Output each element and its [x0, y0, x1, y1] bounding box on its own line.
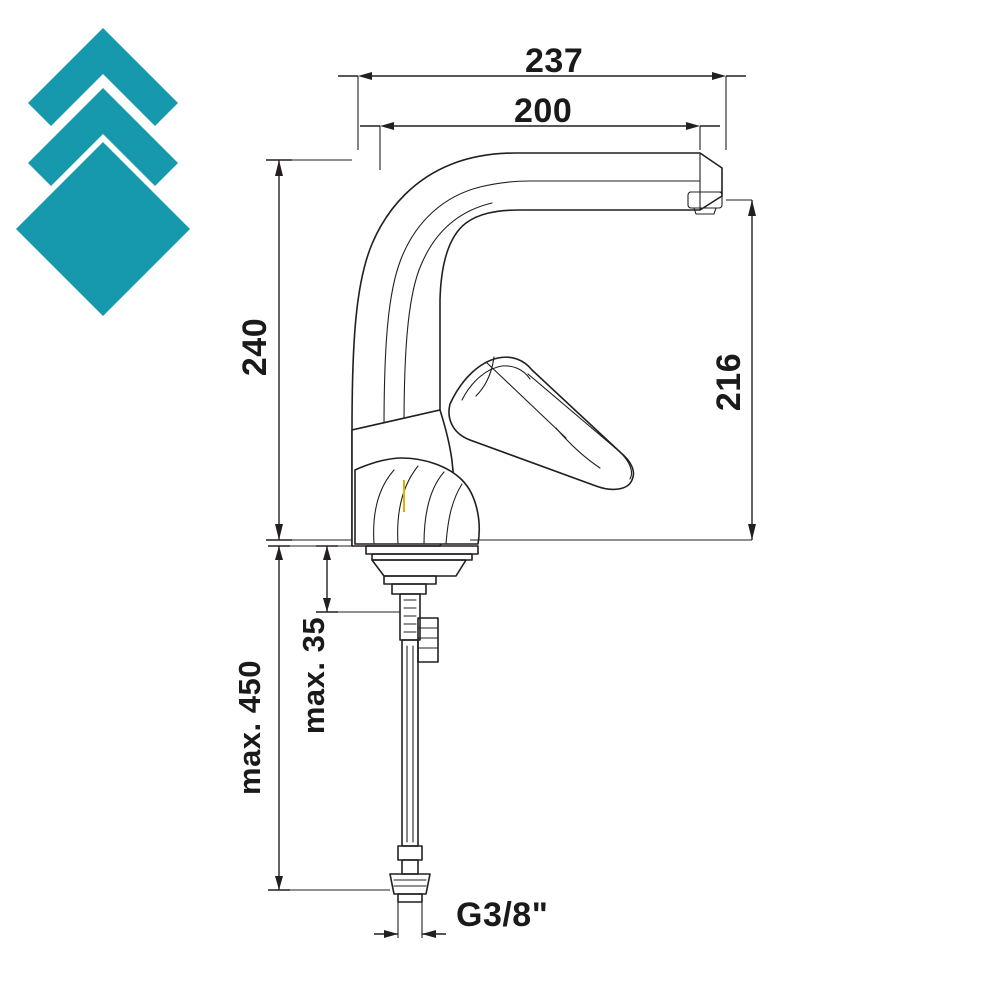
dimension-label-237: 237: [525, 42, 584, 80]
dimension-label-240: 240: [236, 317, 275, 377]
dimension-lines: [266, 72, 756, 938]
dimension-label-max-450: max. 450: [232, 660, 267, 795]
dimension-label-216: 216: [710, 352, 749, 412]
dimension-label-max-35: max. 35: [296, 616, 332, 735]
chevron-diamond-logo: [16, 28, 190, 316]
dimension-label-thread: G3/8": [456, 896, 549, 934]
dimension-label-200: 200: [514, 92, 573, 130]
faucet-outline: [351, 152, 723, 903]
